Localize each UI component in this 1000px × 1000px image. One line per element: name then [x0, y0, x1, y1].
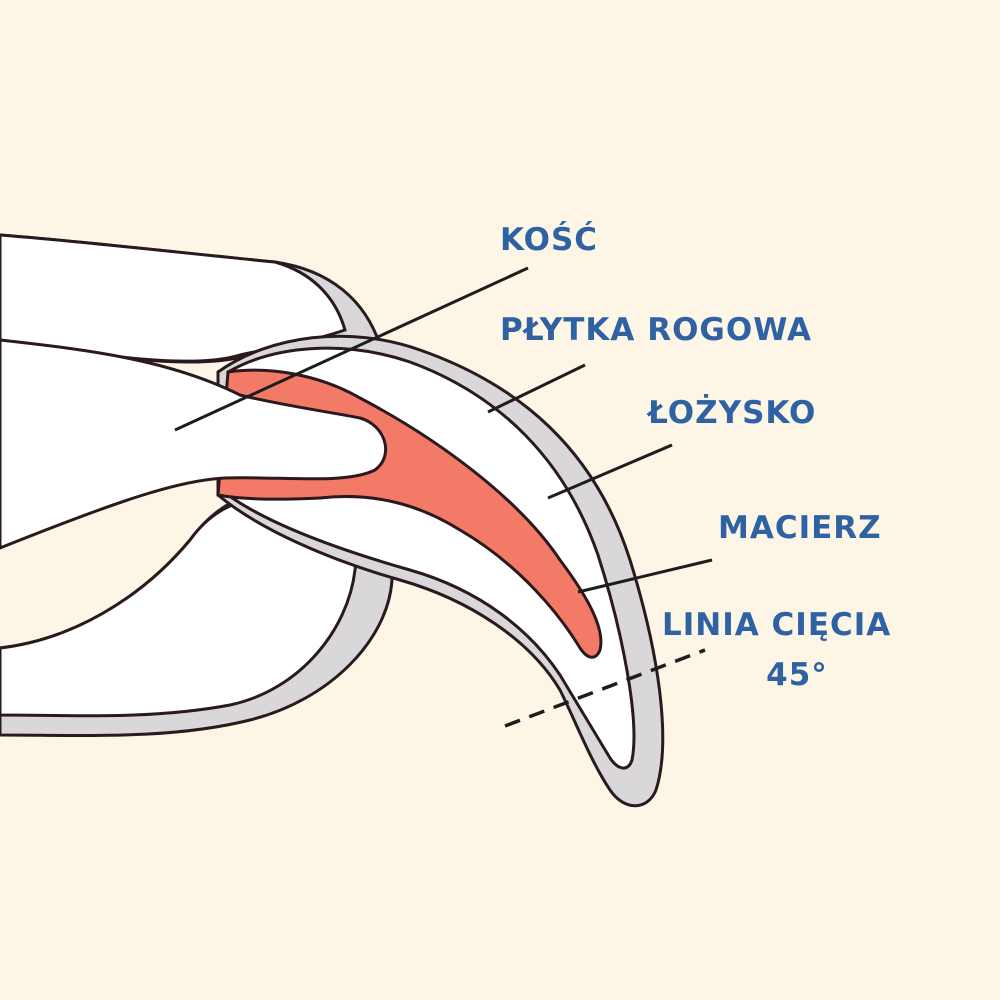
- leader-line-matrix: [577, 558, 713, 594]
- label-matrix: MACIERZ: [718, 510, 882, 546]
- label-nail-bed: ŁOŻYSKO: [648, 395, 817, 431]
- leader-line-nail-bed: [547, 443, 673, 500]
- upper-toe-skin: [0, 233, 347, 363]
- leader-line-bone: [174, 266, 529, 432]
- cut-line: [504, 648, 706, 728]
- label-cut-angle: 45°: [766, 657, 828, 693]
- leader-line-horn-plate: [487, 363, 586, 414]
- label-cut-line: LINIA CIĘCIA: [662, 607, 892, 643]
- bone: [0, 338, 388, 550]
- label-horn-plate: PŁYTKA ROGOWA: [500, 312, 813, 348]
- label-bone: KOŚĆ: [500, 222, 599, 258]
